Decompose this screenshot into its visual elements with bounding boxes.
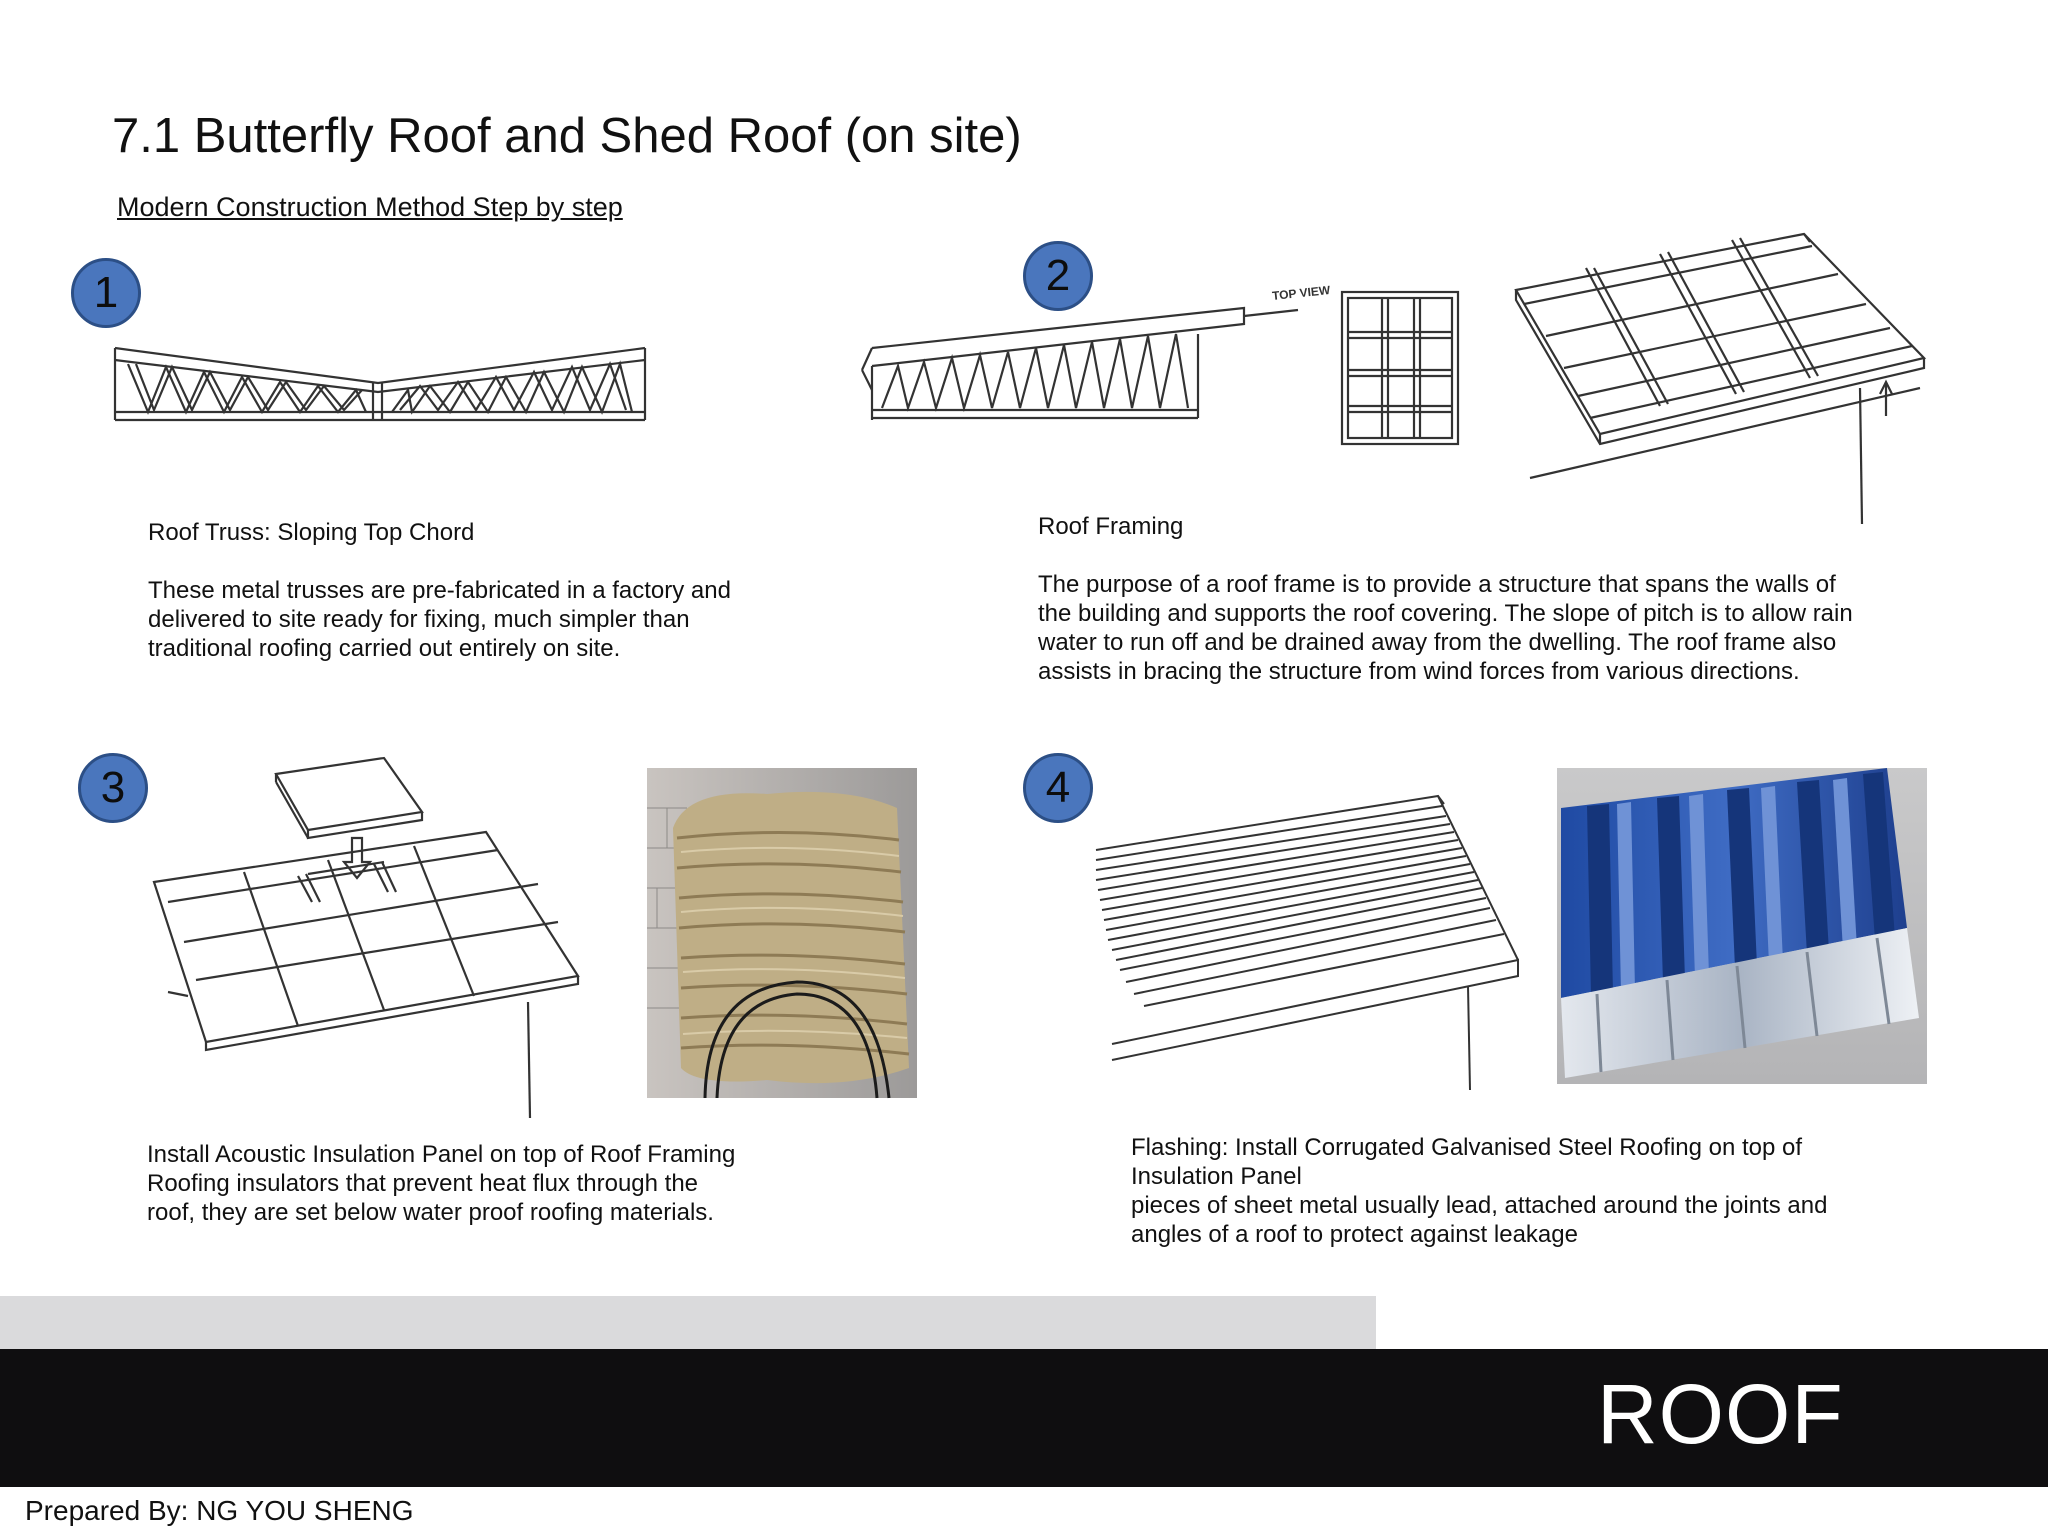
step-4-line: pieces of sheet metal usually lead, atta…	[1131, 1192, 1828, 1219]
step-2-line: the building and supports the roof cover…	[1038, 600, 1853, 627]
step-4-caption: Flashing: Install Corrugated Galvanised …	[1131, 1133, 1827, 1249]
insulation-stack-photo	[647, 768, 917, 1099]
step-2-heading: Roof Framing	[1038, 513, 1184, 540]
step-3-badge: 3	[78, 753, 148, 823]
step-3-line: roof, they are set below water proof roo…	[147, 1199, 714, 1226]
step-2-caption: Roof Framing The purpose of a roof frame…	[1038, 512, 1853, 686]
roof-frame-perspective-diagram	[1514, 232, 1927, 525]
section-label: ROOF	[1597, 1367, 1844, 1461]
step-3-caption: Install Acoustic Insulation Panel on top…	[147, 1140, 735, 1227]
butterfly-truss-diagram	[113, 346, 647, 422]
grey-band	[0, 1296, 1376, 1349]
step-3-line: Roofing insulators that prevent heat flu…	[147, 1170, 699, 1197]
page-subtitle: Modern Construction Method Step by step	[117, 192, 623, 222]
black-banner	[0, 1349, 2048, 1487]
step-1-line: These metal trusses are pre-fabricated i…	[148, 577, 731, 604]
step-4-line: angles of a roof to protect against leak…	[1131, 1221, 1578, 1248]
corrugated-sheet-diagram	[1095, 794, 1519, 1091]
step-2-line: assists in bracing the structure from wi…	[1038, 658, 1800, 685]
top-view-grid-diagram	[1340, 290, 1460, 446]
step-2-line: water to run off and be drained away fro…	[1038, 629, 1837, 656]
step-1-line: traditional roofing carried out entirely…	[148, 635, 621, 662]
step-2-line: The purpose of a roof frame is to provid…	[1038, 571, 1836, 598]
galvanised-steel-photo	[1557, 768, 1927, 1084]
page-title: 7.1 Butterfly Roof and Shed Roof (on sit…	[112, 109, 1022, 163]
step-4-line: Insulation Panel	[1131, 1163, 1302, 1190]
step-1-badge: 1	[71, 258, 141, 328]
step-4-badge: 4	[1023, 753, 1093, 823]
shed-truss-diagram	[860, 306, 1299, 420]
insulation-install-diagram	[152, 756, 580, 1119]
step-1-caption: Roof Truss: Sloping Top Chord These meta…	[148, 518, 731, 663]
step-2-badge: 2	[1023, 241, 1093, 311]
step-4-heading: Flashing: Install Corrugated Galvanised …	[1131, 1134, 1803, 1161]
prepared-by: Prepared By: NG YOU SHENG	[25, 1495, 414, 1526]
step-1-line: delivered to site ready for fixing, much…	[148, 606, 690, 633]
top-view-label: TOP VIEW	[1271, 282, 1331, 304]
step-3-heading: Install Acoustic Insulation Panel on top…	[147, 1141, 736, 1168]
step-1-heading: Roof Truss: Sloping Top Chord	[148, 519, 475, 546]
